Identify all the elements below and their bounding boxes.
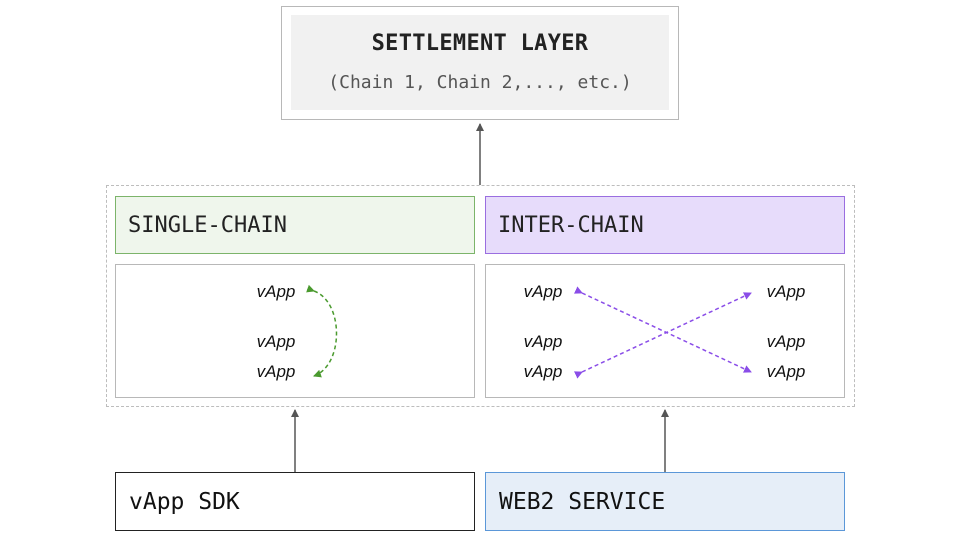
settlement-layer-subtitle: (Chain 1, Chain 2,..., etc.): [328, 72, 632, 93]
settlement-layer-panel: [291, 15, 669, 110]
single-chain-header: SINGLE-CHAIN: [115, 196, 475, 254]
vapp-sdk-label: vApp SDK: [129, 488, 240, 515]
inter-chain-vapp-left: vApp: [523, 332, 563, 351]
single-chain-vapp: vApp: [256, 282, 296, 301]
settlement-layer-title: SETTLEMENT LAYER: [371, 31, 589, 56]
single-chain-vapp: vApp: [256, 332, 296, 351]
inter-chain-vapp-right: vApp: [766, 282, 806, 301]
vapp-sdk-box: vApp SDK: [115, 472, 475, 531]
single-chain-vapp: vApp: [256, 362, 296, 381]
single-chain-label: SINGLE-CHAIN: [128, 212, 287, 238]
web2-service-box: WEB2 SERVICE: [485, 472, 845, 531]
single-chain-panel: [115, 264, 475, 398]
inter-chain-vapp-left: vApp: [523, 282, 563, 301]
inter-chain-vapp-left: vApp: [523, 362, 563, 381]
web2-service-label: WEB2 SERVICE: [499, 488, 666, 515]
inter-chain-vapp-right: vApp: [766, 362, 806, 381]
inter-chain-vapp-right: vApp: [766, 332, 806, 351]
chain-group-container: [106, 185, 855, 407]
inter-chain-header: INTER-CHAIN: [485, 196, 845, 254]
inter-chain-label: INTER-CHAIN: [498, 212, 644, 238]
